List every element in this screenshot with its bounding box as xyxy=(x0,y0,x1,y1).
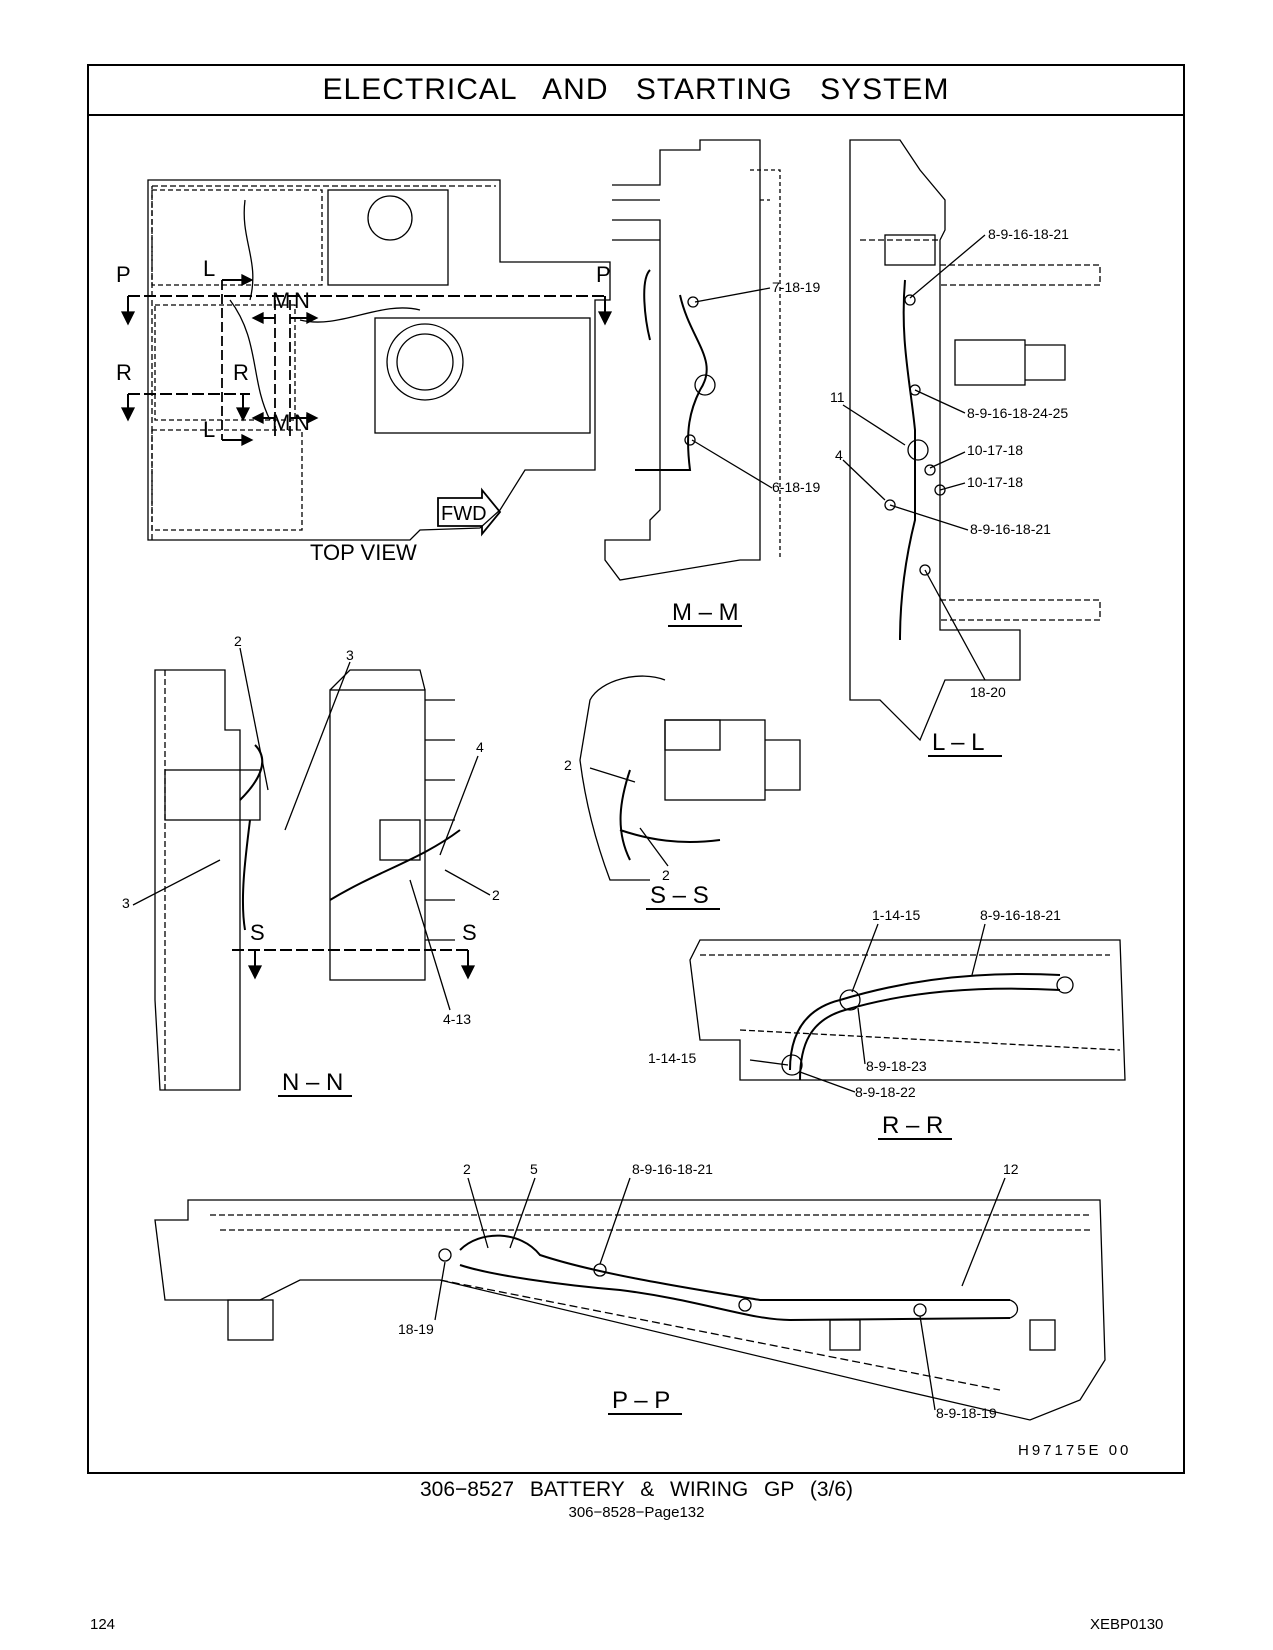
callout-nn-1: 2 xyxy=(234,633,242,649)
top-view: P P L L M N M N R R FWD TOP VIEW xyxy=(116,179,613,565)
marker-p-right: P xyxy=(596,262,611,287)
callout-rr-5: 8-9-18-22 xyxy=(855,1084,916,1100)
callout-ll-4: 10-17-18 xyxy=(967,442,1023,458)
section-mm-label: M – M xyxy=(672,599,739,626)
marker-m-top: M xyxy=(272,288,290,313)
top-view-label: TOP VIEW xyxy=(310,540,417,565)
marker-l-top: L xyxy=(203,256,215,281)
section-ss: 2 2 S – S xyxy=(564,675,801,910)
marker-r-right: R xyxy=(233,360,249,385)
callout-pp-2: 5 xyxy=(530,1161,538,1177)
section-rr: 1-14-15 8-9-16-18-21 1-14-15 8-9-18-23 8… xyxy=(648,907,1126,1140)
callout-mm-1: 7-18-19 xyxy=(772,279,820,295)
callout-pp-1: 2 xyxy=(463,1161,471,1177)
section-mm: 7-18-19 6-18-19 M – M xyxy=(604,139,820,627)
callout-pp-3: 8-9-16-18-21 xyxy=(632,1161,713,1177)
callout-nn-2: 3 xyxy=(346,647,354,663)
caption: 306−8527 BATTERY & WIRING GP (3/6) xyxy=(419,1478,854,1501)
callout-ss-1: 2 xyxy=(564,757,572,773)
callout-nn-6: 4-13 xyxy=(443,1011,471,1027)
marker-s-right: S xyxy=(462,920,477,945)
callout-ll-5: 4 xyxy=(835,447,843,463)
callout-mm-2: 6-18-19 xyxy=(772,479,820,495)
callout-nn-5: 3 xyxy=(122,895,130,911)
marker-n-bottom: N xyxy=(294,410,310,435)
marker-m-bottom: M xyxy=(272,410,290,435)
callout-ll-3: 11 xyxy=(830,389,845,405)
callout-ss-2: 2 xyxy=(662,867,670,883)
section-pp: 2 5 8-9-16-18-21 12 18-19 8-9-18-19 P – … xyxy=(154,1161,1106,1421)
section-rr-label: R – R xyxy=(882,1112,943,1139)
callout-pp-6: 8-9-18-19 xyxy=(936,1405,997,1421)
callout-ll-6: 10-17-18 xyxy=(967,474,1023,490)
page-title: ELECTRICAL AND STARTING SYSTEM xyxy=(322,73,950,106)
callout-rr-3: 1-14-15 xyxy=(648,1050,696,1066)
marker-p-left: P xyxy=(116,262,131,287)
callout-rr-1: 1-14-15 xyxy=(872,907,920,923)
callout-ll-8: 18-20 xyxy=(970,684,1006,700)
section-nn: 2 3 4 2 3 4-13 S S N – N xyxy=(122,633,500,1097)
subcaption: 306−8528−Page132 xyxy=(568,1504,705,1521)
callout-nn-3: 4 xyxy=(476,739,484,755)
callout-nn-4: 2 xyxy=(492,887,500,903)
callout-rr-2: 8-9-16-18-21 xyxy=(980,907,1061,923)
marker-r-left: R xyxy=(116,360,132,385)
section-ll: 8-9-16-18-21 8-9-16-18-24-25 11 10-17-18… xyxy=(830,139,1101,757)
callout-pp-4: 12 xyxy=(1003,1161,1019,1177)
section-nn-label: N – N xyxy=(282,1069,343,1096)
page-number: 124 xyxy=(90,1616,116,1633)
callout-pp-5: 18-19 xyxy=(398,1321,434,1337)
drawing-number: H97175E 00 xyxy=(1018,1442,1131,1459)
doc-code: XEBP0130 xyxy=(1090,1616,1164,1633)
section-ss-label: S – S xyxy=(650,882,709,909)
section-ll-label: L – L xyxy=(932,729,985,756)
marker-s-left: S xyxy=(250,920,265,945)
callout-rr-4: 8-9-18-23 xyxy=(866,1058,927,1074)
marker-l-bottom: L xyxy=(203,417,215,442)
marker-n-top: N xyxy=(294,288,310,313)
callout-ll-7: 8-9-16-18-21 xyxy=(970,521,1051,537)
drawing-frame: ELECTRICAL AND STARTING SYSTEM xyxy=(87,64,1185,1474)
fwd-label: FWD xyxy=(441,503,487,525)
callout-ll-1: 8-9-16-18-21 xyxy=(988,226,1069,242)
callout-ll-2: 8-9-16-18-24-25 xyxy=(967,405,1068,421)
title-bar: ELECTRICAL AND STARTING SYSTEM xyxy=(89,66,1183,116)
section-pp-label: P – P xyxy=(612,1387,670,1414)
